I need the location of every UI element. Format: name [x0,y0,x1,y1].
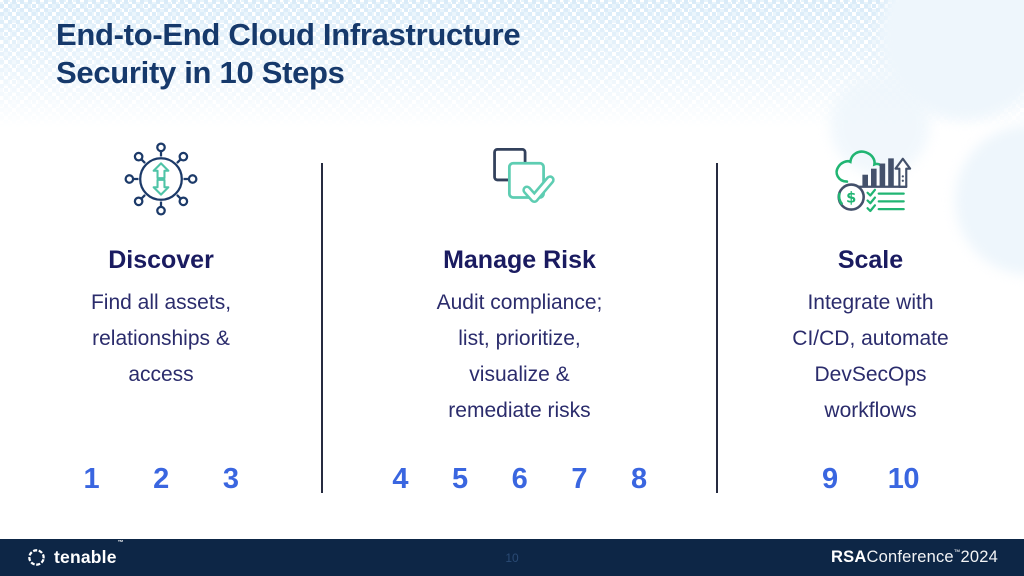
column-divider [321,163,323,493]
step-number: 2 [153,463,169,495]
column-discover: Discover Find all assets, relationships … [0,128,322,500]
step-number: 5 [452,463,468,495]
column-divider [716,163,718,493]
background-blob [830,75,930,175]
step-number: 8 [630,463,647,495]
step-number: 10 [887,463,920,495]
svg-text:$: $ [846,190,856,207]
tenable-nest-icon [28,549,45,566]
page-number: 10 [505,550,519,565]
tenable-logo: tenable™ [26,540,124,568]
step-number: 4 [392,463,409,495]
step-number: 9 [822,463,838,495]
step-number: 6 [511,463,528,495]
step-number: 7 [571,463,587,495]
step-numbers: 1 2 3 [0,463,322,496]
step-number: 3 [222,463,239,495]
network-discovery-icon [0,136,322,222]
footer-bar: tenable™ 10 RSAConference™2024 [0,539,1024,576]
tenable-wordmark: tenable™ [54,540,124,567]
compliance-check-icon [322,136,717,222]
conference-wordmark: Conference [866,548,954,566]
column-description: Integrate with CI/CD, automate DevSecOps… [792,291,949,423]
trademark-symbol: ™ [117,540,124,546]
column-description: Find all assets, relationships & access [90,291,232,387]
column-manage-risk: Manage Risk Audit compliance; list, prio… [322,128,717,500]
column-title: Manage Risk [443,246,596,274]
slide-title: End-to-End Cloud Infrastructure Security… [56,17,521,90]
column-scale: $ Scale Integrate with CI/CD, automate D… [717,128,1024,500]
step-numbers: 4 5 6 7 8 [322,463,717,496]
columns: Discover Find all assets, relationships … [0,128,1024,500]
column-title: Discover [108,246,214,274]
rsa-conference-logo: RSAConference™2024 [831,548,998,567]
step-number: 1 [83,463,100,495]
step-numbers: 9 10 [717,463,1024,496]
conference-year: 2024 [960,548,998,566]
column-description: Audit compliance; list, prioritize, visu… [436,291,603,423]
column-title: Scale [837,246,904,274]
scale-automation-icon: $ [717,136,1024,222]
rsa-wordmark: RSA [831,548,867,566]
trademark-symbol: ™ [953,549,961,556]
